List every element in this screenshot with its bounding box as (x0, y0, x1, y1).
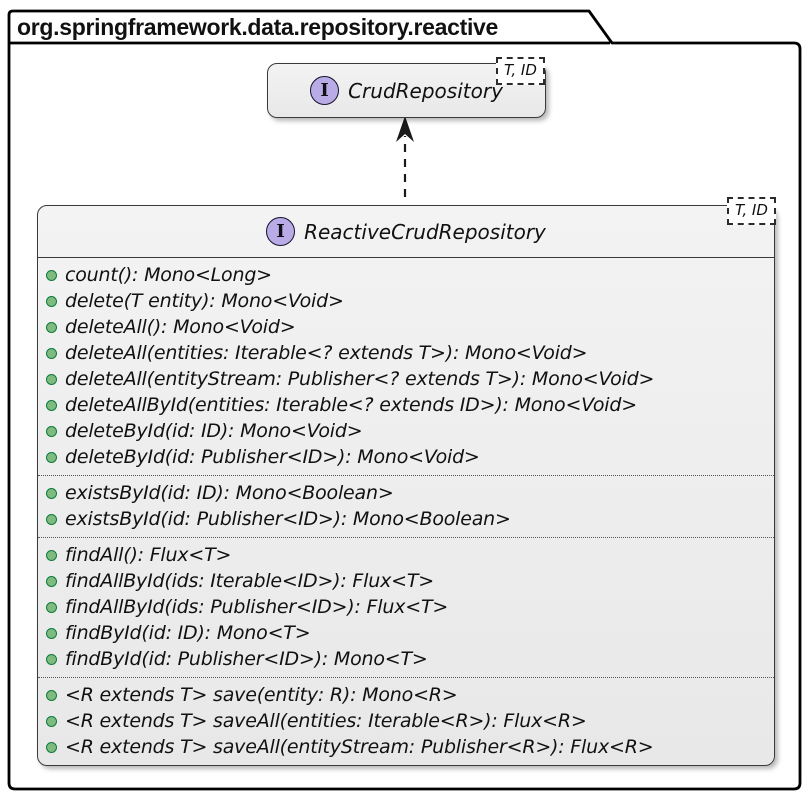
public-visibility-icon (46, 575, 57, 587)
method-signature: deleteAll(entityStream: Publisher<? exte… (65, 368, 655, 390)
public-visibility-icon (46, 269, 57, 281)
method-row: findById(id: Publisher<ID>): Mono<T> (38, 646, 774, 672)
method-section: findAll(): Flux<T> findAllById(ids: Itera… (38, 537, 774, 677)
method-signature: <R extends T> save(entity: R): Mono<R> (65, 684, 458, 706)
method-row: deleteById(id: Publisher<ID>): Mono<Void… (38, 444, 774, 470)
method-signature: findAllById(ids: Publisher<ID>): Flux<T> (65, 596, 449, 618)
public-visibility-icon (46, 373, 57, 385)
method-row: deleteAllById(entities: Iterable<? exten… (38, 392, 774, 418)
public-visibility-icon (46, 321, 57, 333)
public-visibility-icon (46, 295, 57, 307)
method-signature: findById(id: ID): Mono<T> (65, 622, 311, 644)
public-visibility-icon (46, 689, 57, 701)
public-visibility-icon (46, 715, 57, 727)
reactive-crud-repository-generics-tag: T, ID (727, 197, 776, 225)
method-list: count(): Mono<Long> delete(T entity): Mon… (38, 258, 774, 765)
public-visibility-icon (46, 741, 57, 753)
method-row: <R extends T> saveAll(entityStream: Publ… (38, 734, 774, 760)
method-row: <R extends T> save(entity: R): Mono<R> (38, 682, 774, 708)
method-signature: <R extends T> saveAll(entities: Iterable… (65, 710, 587, 732)
method-row: <R extends T> saveAll(entities: Iterable… (38, 708, 774, 734)
method-signature: count(): Mono<Long> (65, 264, 272, 286)
public-visibility-icon (46, 513, 57, 525)
crud-repository-title: CrudRepository (348, 78, 503, 103)
method-row: findAll(): Flux<T> (38, 542, 774, 568)
method-row: findAllById(ids: Publisher<ID>): Flux<T> (38, 594, 774, 620)
class-box-crud-repository[interactable]: I CrudRepository (267, 63, 546, 118)
method-signature: existsById(id: Publisher<ID>): Mono<Bool… (65, 508, 511, 530)
public-visibility-icon (46, 451, 57, 463)
method-section: count(): Mono<Long> delete(T entity): Mon… (38, 258, 774, 475)
interface-icon: I (266, 217, 296, 246)
reactive-crud-repository-title: ReactiveCrudRepository (304, 219, 546, 244)
crud-repository-generics-tag: T, ID (496, 57, 545, 85)
method-row: deleteById(id: ID): Mono<Void> (38, 418, 774, 444)
method-row: existsById(id: ID): Mono<Boolean> (38, 480, 774, 506)
method-signature: existsById(id: ID): Mono<Boolean> (65, 482, 394, 504)
public-visibility-icon (46, 487, 57, 499)
method-row: delete(T entity): Mono<Void> (38, 288, 774, 314)
method-signature: deleteById(id: Publisher<ID>): Mono<Void… (65, 446, 480, 468)
method-signature: deleteAllById(entities: Iterable<? exten… (65, 394, 637, 416)
method-row: existsById(id: Publisher<ID>): Mono<Bool… (38, 506, 774, 532)
method-signature: delete(T entity): Mono<Void> (65, 290, 344, 312)
method-row: deleteAll(entities: Iterable<? extends T… (38, 340, 774, 366)
method-signature: findAllById(ids: Iterable<ID>): Flux<T> (65, 570, 434, 592)
public-visibility-icon (46, 549, 57, 561)
method-signature: deleteAll(entities: Iterable<? extends T… (65, 342, 588, 364)
method-signature: findAll(): Flux<T> (65, 544, 232, 566)
method-signature: deleteById(id: ID): Mono<Void> (65, 420, 363, 442)
public-visibility-icon (46, 601, 57, 613)
method-signature: deleteAll(): Mono<Void> (65, 316, 296, 338)
method-row: findAllById(ids: Iterable<ID>): Flux<T> (38, 568, 774, 594)
method-section: existsById(id: ID): Mono<Boolean> existsB… (38, 475, 774, 537)
public-visibility-icon (46, 653, 57, 665)
method-signature: <R extends T> saveAll(entityStream: Publ… (65, 736, 654, 758)
method-row: count(): Mono<Long> (38, 262, 774, 288)
crud-repository-header: I CrudRepository (268, 64, 545, 117)
method-row: deleteAll(): Mono<Void> (38, 314, 774, 340)
package-title: org.springframework.data.repository.reac… (17, 14, 499, 40)
interface-icon: I (310, 76, 340, 105)
method-row: deleteAll(entityStream: Publisher<? exte… (38, 366, 774, 392)
method-signature: findById(id: Publisher<ID>): Mono<T> (65, 648, 428, 670)
method-section: <R extends T> save(entity: R): Mono<R> <R… (38, 677, 774, 765)
extends-arrowhead-icon (396, 116, 414, 142)
public-visibility-icon (46, 627, 57, 639)
public-visibility-icon (46, 425, 57, 437)
method-row: findById(id: ID): Mono<T> (38, 620, 774, 646)
public-visibility-icon (46, 347, 57, 359)
public-visibility-icon (46, 399, 57, 411)
class-box-reactive-crud-repository[interactable]: I ReactiveCrudRepository count(): Mono<L… (37, 205, 775, 766)
reactive-crud-repository-header: I ReactiveCrudRepository (38, 206, 774, 258)
